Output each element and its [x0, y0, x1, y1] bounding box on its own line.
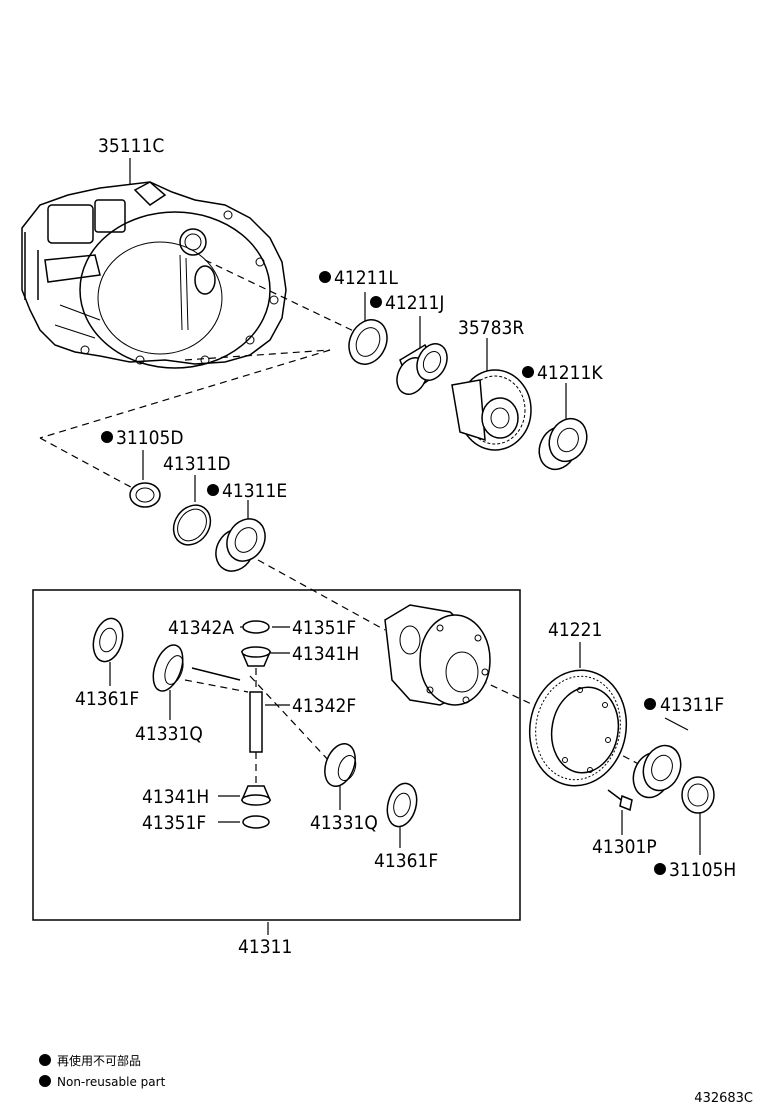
washer-41361F-bottom	[386, 782, 418, 828]
part-label-41331Q-bottom: 41331Q	[310, 812, 378, 834]
seal-31105D	[129, 482, 161, 508]
nonreusable-marker	[522, 366, 534, 378]
nonreusable-marker	[319, 271, 331, 283]
pinion-41341H-top	[240, 646, 272, 667]
part-label-41211L: 41211L	[334, 267, 398, 289]
part-label-41221: 41221	[548, 619, 602, 641]
part-label-41311D: 41311D	[163, 453, 231, 475]
part-label-41342A: 41342A	[168, 617, 234, 639]
legend-text-english: Non-reusable part	[57, 1075, 166, 1089]
part-label-41361F-left: 41361F	[75, 688, 139, 710]
pinion-41341H-bottom	[240, 785, 272, 806]
shim-41311D	[172, 504, 212, 546]
bearing-41211J	[396, 343, 448, 395]
diagram-reference-number: 432683C	[694, 1091, 753, 1106]
washer-41351F-bottom	[242, 815, 270, 829]
nonreusable-marker	[370, 296, 382, 308]
part-label-41341H-bottom: 41341H	[142, 786, 209, 808]
part-label-41341H-top: 41341H	[292, 643, 359, 665]
nonreusable-marker	[644, 698, 656, 710]
bolt-41301P	[607, 789, 633, 812]
part-label-41331Q-left: 41331Q	[135, 723, 203, 745]
part-label-35783R: 35783R	[458, 317, 524, 339]
part-label-41211K: 41211K	[537, 362, 603, 384]
washer-41361F-left	[92, 617, 124, 663]
part-label-41211J: 41211J	[385, 292, 444, 314]
washer-41351F-top	[242, 620, 270, 634]
pin-41342A	[191, 667, 241, 681]
legend-marker	[39, 1054, 51, 1066]
nonreusable-marker	[654, 863, 666, 875]
part-label-41301P: 41301P	[592, 836, 657, 858]
part-label-41311F: 41311F	[660, 694, 724, 716]
bearing-41311E	[215, 518, 266, 572]
side-gear-41331Q-bottom	[324, 743, 357, 787]
nonreusable-marker	[207, 484, 219, 496]
transaxle-housing	[21, 181, 287, 369]
part-label-41342F: 41342F	[292, 695, 356, 717]
part-label-35111C: 35111C	[98, 135, 164, 157]
nonreusable-marker	[101, 431, 113, 443]
part-label-31105H: 31105H	[669, 859, 736, 881]
part-label-41351F-top: 41351F	[292, 617, 356, 639]
bearing-41311F	[632, 744, 682, 799]
part-label-41311E: 41311E	[222, 480, 287, 502]
side-gear-41331Q-left	[152, 644, 184, 692]
differential-case	[384, 604, 491, 706]
legend-marker	[39, 1075, 51, 1087]
part-label-31105D: 31105D	[116, 427, 184, 449]
ring-gear-41221	[528, 669, 628, 787]
part-label-41311: 41311	[238, 936, 292, 958]
legend-text-japanese: 再使用不可部品	[57, 1053, 141, 1068]
part-label-41361F-bottom: 41361F	[374, 850, 438, 872]
seal-31105H	[681, 776, 715, 814]
gear-35783R	[451, 369, 532, 451]
shaft-41342F	[249, 691, 263, 753]
bearing-41211K	[538, 417, 588, 471]
part-label-41351F-bottom: 41351F	[142, 812, 206, 834]
seal-41211L	[348, 319, 388, 365]
differential-subassembly-box	[32, 589, 521, 921]
